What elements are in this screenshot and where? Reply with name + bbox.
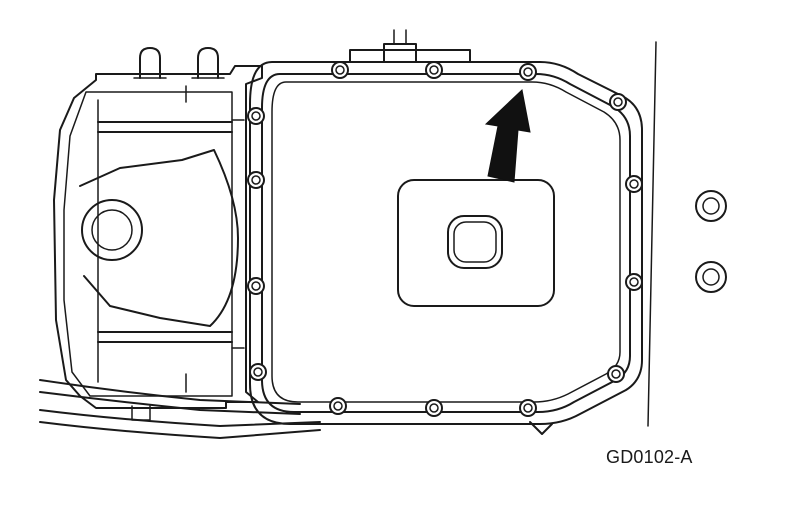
bolt-icon <box>249 363 267 381</box>
bolt-icon <box>247 277 265 295</box>
bolt-icon <box>625 175 643 193</box>
bolt-icon <box>519 399 537 417</box>
washer-icon <box>695 190 727 222</box>
bolt-icon <box>609 93 627 111</box>
washer-icon <box>695 261 727 293</box>
bolt-icon <box>247 107 265 125</box>
bolt-icon <box>247 171 265 189</box>
bolt-icon <box>331 61 349 79</box>
arrow-up-icon <box>484 89 531 183</box>
washers <box>695 190 727 293</box>
bolt-icon <box>425 61 443 79</box>
transmission-case <box>39 47 321 439</box>
bolt-icon <box>329 397 347 415</box>
bolt-icon <box>625 273 643 291</box>
bolt-icon <box>425 399 443 417</box>
reference-line <box>647 41 657 427</box>
bolt-icon <box>519 63 537 81</box>
figure-label: GD0102-A <box>606 447 693 467</box>
pan-bolts <box>247 61 643 417</box>
oil-pan <box>249 29 643 435</box>
bolt-icon <box>607 365 625 383</box>
